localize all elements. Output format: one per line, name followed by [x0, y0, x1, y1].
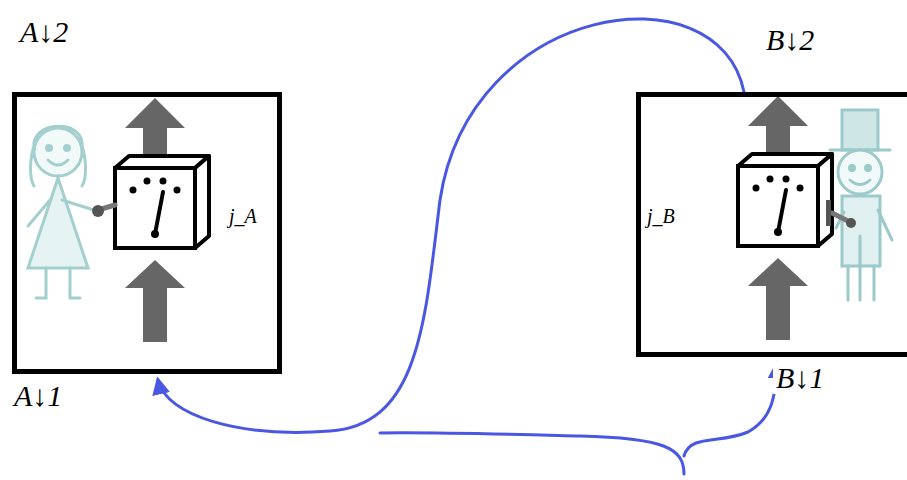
time-label: A↓2 — [17, 15, 71, 48]
device-label: j_B — [647, 205, 675, 227]
lab-box: A↓2j_AA↓1 — [12, 92, 282, 374]
lab-box: B↓2j_BB↓1 — [636, 92, 907, 357]
device-label: j_A — [229, 205, 257, 227]
time-label: A↓1 — [11, 379, 65, 412]
time-label: B↓1 — [773, 361, 827, 394]
time-label: B↓2 — [763, 23, 817, 56]
